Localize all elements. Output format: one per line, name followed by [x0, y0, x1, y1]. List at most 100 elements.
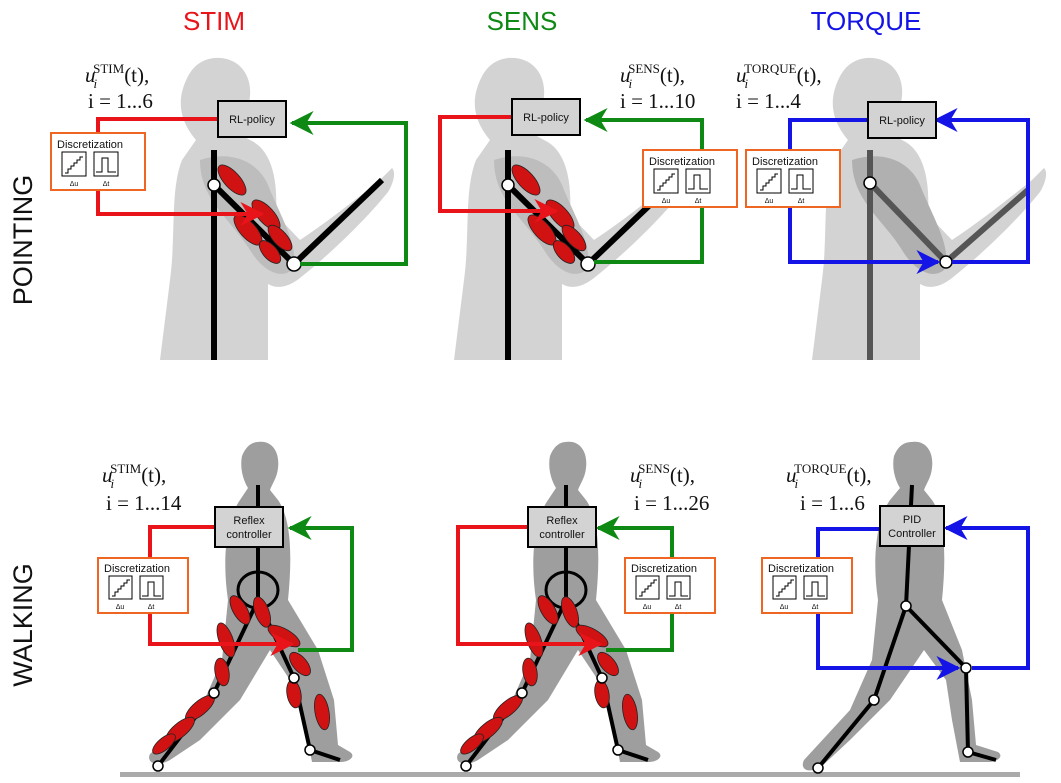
controller-box: [217, 100, 287, 138]
controller-label-line2: Controller: [888, 528, 936, 540]
front-leg-bones: [904, 604, 997, 762]
time-label: Δt: [675, 604, 682, 611]
control-signal-label: uiSTIM(t),: [102, 461, 166, 491]
time-label: Δt: [812, 604, 819, 611]
green-feedback-loop: [289, 111, 408, 266]
muscle: [314, 693, 330, 731]
muscle: [561, 596, 579, 628]
muscle: [217, 164, 247, 196]
muscle: [152, 733, 176, 755]
elbow-joint: [939, 255, 953, 269]
time-step-icon: [139, 575, 164, 600]
time-label: Δt: [695, 198, 702, 205]
column-title-torque: TORQUE: [811, 6, 922, 36]
muscle: [253, 596, 271, 628]
controller-box: [214, 506, 284, 548]
discretization-box: Discretization Δu Δt: [745, 149, 841, 208]
column-title-sens: SENS: [487, 6, 558, 36]
signal-index-range: i = 1...14: [106, 491, 182, 515]
control-signal-label: uiSENS(t),: [620, 61, 685, 91]
control-signal-label: uiSENS(t),: [630, 461, 695, 491]
muscle: [214, 657, 230, 687]
back-ankle-joint: [812, 762, 824, 774]
controller-label-line1: Reflex: [546, 515, 578, 527]
body-silhouette: [457, 441, 661, 764]
body-silhouette: [149, 441, 353, 764]
front-knee-joint: [960, 662, 972, 674]
time-label: Δt: [103, 181, 110, 188]
discretization-title: Discretization: [768, 563, 834, 575]
control-signal-label: uiTORQUE(t),: [736, 61, 822, 91]
amplitude-label: Δu: [643, 604, 652, 611]
control-signal-label: uiTORQUE(t),: [786, 461, 872, 491]
elbow-joint: [580, 256, 596, 272]
muscle: [511, 164, 541, 196]
controller-label-line2: controller: [539, 529, 585, 541]
panel-walking-stim: uiSTIM(t), i = 1...14 Reflex controller …: [97, 441, 354, 772]
muscle: [552, 240, 576, 264]
signal-index-range: i = 1...26: [634, 491, 709, 515]
signal-index-range: i = 1...10: [620, 89, 695, 113]
discretization-box: Discretization Δu Δt: [642, 149, 738, 208]
controller-box: [527, 506, 597, 548]
amplitude-label: Δu: [70, 181, 79, 188]
controller-box: [867, 101, 937, 139]
time-step-icon: [666, 575, 691, 600]
forearm-bone: [944, 187, 1030, 265]
back-knee-joint: [516, 687, 528, 699]
controller-label: RL-policy: [879, 115, 925, 127]
panel-pointing-torque: uiTORQUE(t), i = 1...4 RL-policy Discret…: [736, 57, 1047, 361]
signal-index-range: i = 1...6: [800, 491, 865, 515]
elbow-joint: [286, 256, 302, 272]
muscle: [522, 657, 538, 687]
time-label: Δt: [798, 198, 805, 205]
column-title-stim: STIM: [183, 6, 245, 36]
muscle: [267, 224, 293, 252]
blue-feedback-loop: [933, 108, 1030, 264]
amplitude-label: Δu: [662, 198, 671, 205]
front-ankle-joint: [304, 744, 316, 756]
back-ankle-joint: [152, 760, 164, 772]
discretization-title: Discretization: [57, 139, 123, 151]
muscle: [460, 733, 484, 755]
row-title-pointing: POINTING: [8, 175, 38, 306]
shoulder-joint: [501, 178, 515, 192]
hip-joint: [900, 600, 912, 612]
amplitude-label: Δu: [765, 198, 774, 205]
panel-pointing-stim: uiSTIM(t), i = 1...6 RL-policy Discretiz…: [50, 57, 408, 361]
controller-box: [511, 98, 581, 136]
time-label: Δt: [148, 604, 155, 611]
amplitude-label: Δu: [780, 604, 789, 611]
front-ankle-joint: [612, 744, 624, 756]
back-knee-joint: [208, 687, 220, 699]
red-stimulation-loop: [456, 525, 603, 656]
muscle: [561, 224, 587, 252]
upper-arm-bone: [867, 180, 949, 265]
muscle-group: [217, 164, 293, 264]
discretization-title: Discretization: [104, 563, 170, 575]
back-knee-joint: [868, 694, 880, 706]
controller-label-line2: controller: [226, 529, 272, 541]
signal-index-range: i = 1...6: [88, 89, 153, 113]
panel-pointing-sens: uiSENS(t), i = 1...10 RL-policy Discreti…: [438, 57, 738, 361]
muscle: [258, 240, 282, 264]
discretization-box: Discretization Δu Δt: [624, 557, 716, 614]
discretization-box: Discretization Δu Δt: [761, 557, 853, 614]
discretization-title: Discretization: [649, 156, 715, 168]
time-step-icon: [803, 575, 828, 600]
back-ankle-joint: [460, 760, 472, 772]
controller-label-line1: Reflex: [233, 515, 265, 527]
controller-label: RL-policy: [229, 114, 275, 126]
controller-label: RL-policy: [523, 112, 569, 124]
panel-walking-sens: uiSENS(t), i = 1...26 Reflex controller …: [456, 441, 716, 772]
controller-box: [879, 505, 945, 547]
muscle-group: [460, 595, 638, 755]
control-signal-label: uiSTIM(t),: [85, 61, 149, 91]
discretization-box: Discretization Δu Δt: [50, 132, 146, 191]
controller-label-line1: PID: [903, 514, 921, 526]
shoulder-joint: [863, 176, 877, 190]
red-stimulation-loop: [438, 115, 559, 223]
signal-index-range: i = 1...4: [736, 89, 801, 113]
ground-line: [120, 772, 1020, 777]
